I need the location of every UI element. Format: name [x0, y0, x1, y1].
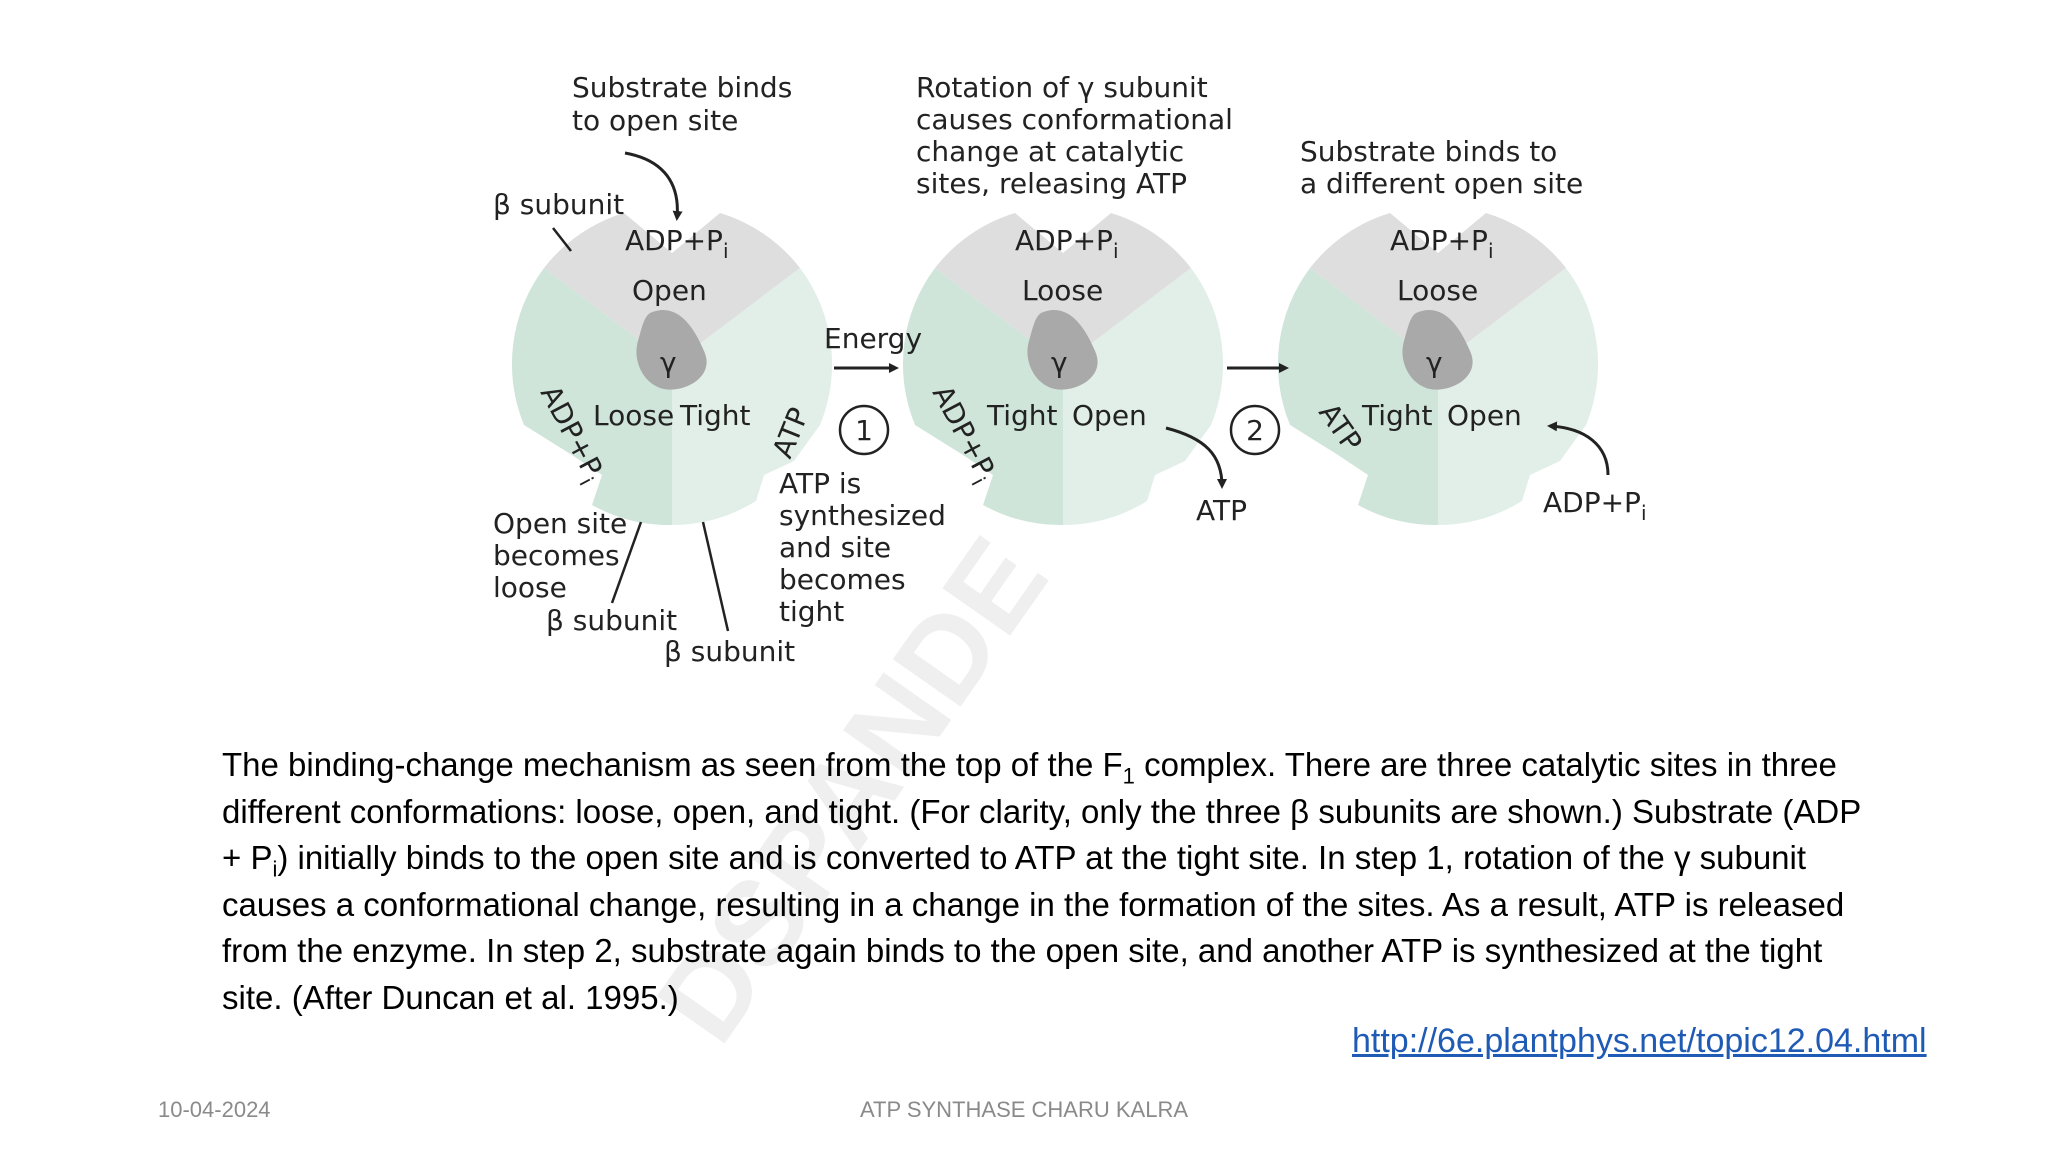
beta-subunit-2-label: β subunit [664, 635, 795, 668]
callout-substrate-binds-open: Substrate binds to open site [572, 71, 801, 137]
beta-sector-right-2 [1063, 268, 1224, 525]
state3-gamma: γ [1426, 346, 1443, 379]
caption-sub-2: i [272, 856, 278, 882]
gamma-subunit-2 [1027, 309, 1098, 390]
caption-part-3: ) initially binds to the open site and i… [222, 839, 1845, 1016]
state1-top-site: Open [632, 274, 707, 307]
step2-number: 2 [1246, 414, 1264, 447]
energy-label: Energy [824, 322, 922, 355]
beta-subunit-top-pointer [552, 227, 572, 252]
state2-left-site: Tight [986, 399, 1058, 432]
beta-sector-right-1 [672, 268, 833, 525]
atp-released-label: ATP [1196, 494, 1247, 527]
state1-gamma: γ [660, 346, 677, 379]
footer-title: ATP SYNTHASE CHARU KALRA [859, 1097, 1189, 1122]
adp-incoming-label: ADP+Pi [1543, 486, 1647, 525]
f1-complex-state-3 [1277, 213, 1599, 526]
beta-sector-top-3 [1310, 213, 1566, 365]
caption-part-2: complex. There are three catalytic sites… [222, 746, 1861, 876]
step1-number: 1 [855, 414, 873, 447]
f1-complex-state-2 [902, 213, 1224, 526]
callout-rotation-gamma: Rotation of γ subunit causes conformatio… [916, 71, 1242, 200]
state2-top-site: Loose [1022, 274, 1103, 307]
caption-sub-1: 1 [1122, 763, 1135, 789]
state2-gamma: γ [1051, 346, 1068, 379]
beta-sector-top-2 [935, 213, 1191, 365]
state1-left-site: Loose [593, 399, 674, 432]
gamma-subunit-3 [1402, 309, 1473, 390]
arrow-substrate-in [624, 151, 683, 221]
source-link[interactable]: http://6e.plantphys.net/topic12.04.html [1352, 1022, 1927, 1060]
callout-open-becomes-loose: Open site becomes loose [493, 507, 636, 604]
callout-atp-synthesized: ATP is synthesized and site becomes tigh… [779, 467, 955, 628]
gamma-subunit-1 [636, 309, 707, 390]
state1-top-label: ADP+Pi [625, 224, 729, 263]
caption-part-1: The binding-change mechanism as seen fro… [222, 746, 1123, 783]
callout-substrate-binds-different: Substrate binds to a different open site [1300, 135, 1583, 200]
state2-top-label: ADP+Pi [1015, 224, 1119, 263]
arrow-adp-incoming [1547, 421, 1610, 476]
step1-circle [838, 404, 890, 456]
beta-sector-top-1 [544, 213, 800, 365]
state3-right-site: Open [1447, 399, 1522, 432]
step2-circle [1229, 404, 1281, 456]
state2-right-site: Open [1072, 399, 1147, 432]
beta-subunit-2-pointer [701, 521, 730, 632]
state3-top-site: Loose [1397, 274, 1478, 307]
beta-subunit-1-label: β subunit [546, 604, 677, 637]
beta-sector-left-2 [902, 268, 1063, 526]
state1-right-site: Tight [679, 399, 751, 432]
beta-subunit-top-label: β subunit [493, 188, 624, 221]
f1-complex-state-1 [511, 213, 833, 526]
state3-left-site: Tight [1361, 399, 1433, 432]
beta-sector-left-3 [1277, 268, 1438, 526]
arrow-atp-released [1165, 426, 1227, 489]
beta-sector-left-1 [511, 268, 672, 526]
footer-date: 10-04-2024 [158, 1097, 271, 1122]
beta-subunit-1-pointer [610, 521, 643, 604]
beta-sector-right-3 [1438, 268, 1599, 525]
state3-top-label: ADP+Pi [1390, 224, 1494, 263]
figure-caption: The binding-change mechanism as seen fro… [222, 742, 1862, 1021]
